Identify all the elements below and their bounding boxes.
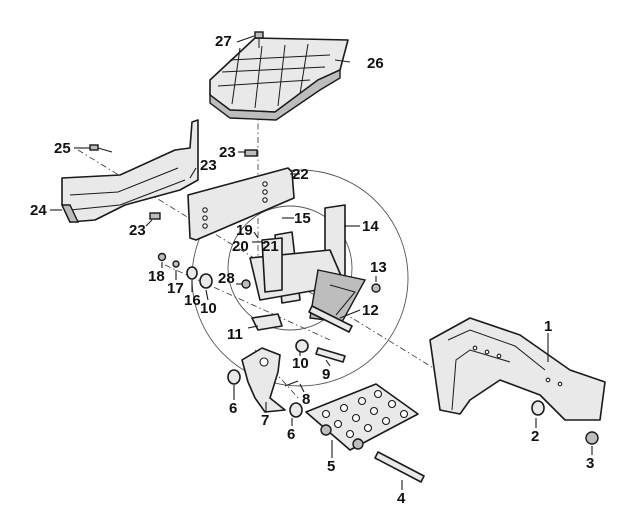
left-side-panel bbox=[60, 119, 199, 223]
callout-12: 12 bbox=[362, 302, 379, 319]
callout-22: 22 bbox=[292, 166, 309, 183]
callout-14: 14 bbox=[362, 218, 379, 235]
callout-2: 2 bbox=[531, 428, 539, 445]
callout-1: 1 bbox=[544, 318, 552, 335]
step-plate-5 bbox=[305, 383, 419, 451]
hinge-arm-7 bbox=[241, 347, 286, 413]
clip-11 bbox=[251, 313, 283, 331]
callout-6-left: 6 bbox=[229, 400, 237, 417]
callout-10-lower: 10 bbox=[292, 355, 309, 372]
callout-17: 17 bbox=[167, 280, 184, 297]
callout-28: 28 bbox=[218, 270, 235, 287]
footrest-top-pad bbox=[209, 37, 349, 121]
callout-7: 7 bbox=[261, 412, 269, 429]
callout-23-middle: 23 bbox=[200, 157, 217, 174]
spacer-2 bbox=[531, 400, 545, 416]
callout-11: 11 bbox=[227, 326, 243, 343]
callout-6-right: 6 bbox=[287, 426, 295, 443]
callout-27: 27 bbox=[215, 33, 232, 50]
callout-10-upper: 10 bbox=[200, 300, 217, 317]
spring-pin-8 bbox=[284, 380, 299, 387]
hardware-stack bbox=[157, 252, 381, 293]
callout-4: 4 bbox=[397, 490, 406, 507]
nut-3 bbox=[585, 431, 599, 445]
callout-19: 19 bbox=[236, 222, 253, 239]
leader-lines bbox=[50, 35, 593, 490]
callout-9: 9 bbox=[322, 366, 330, 383]
bolt-27 bbox=[254, 31, 264, 48]
callout-18: 18 bbox=[148, 268, 165, 285]
callout-23-lower: 23 bbox=[129, 222, 146, 239]
callout-23-upper: 23 bbox=[219, 144, 236, 161]
callout-20: 20 bbox=[232, 238, 249, 255]
callout-21: 21 bbox=[262, 238, 279, 255]
screw-25 bbox=[89, 144, 113, 153]
callout-5: 5 bbox=[327, 458, 335, 475]
bracket-assembly bbox=[249, 204, 367, 323]
bolt-9 bbox=[315, 347, 346, 363]
main-frame-1 bbox=[429, 317, 606, 421]
callout-8: 8 bbox=[302, 391, 310, 408]
mounting-plate bbox=[187, 167, 295, 241]
callout-13: 13 bbox=[370, 259, 387, 276]
bolt-23-upper bbox=[244, 149, 258, 157]
callout-24: 24 bbox=[30, 202, 47, 219]
bushing-6-left bbox=[227, 369, 241, 385]
pin-4 bbox=[374, 451, 425, 483]
callout-15: 15 bbox=[294, 210, 311, 227]
callout-16: 16 bbox=[184, 292, 201, 309]
callout-3: 3 bbox=[586, 455, 594, 472]
nut-10-lower bbox=[295, 339, 309, 353]
bushing-6-right bbox=[289, 402, 303, 418]
callout-26: 26 bbox=[367, 55, 384, 72]
callout-labels: 1 2 3 4 5 6 6 7 8 9 10 10 11 12 13 14 15… bbox=[30, 33, 594, 507]
bolt-23-lower bbox=[149, 212, 161, 220]
pin-12 bbox=[308, 305, 353, 333]
callout-25: 25 bbox=[54, 140, 71, 157]
